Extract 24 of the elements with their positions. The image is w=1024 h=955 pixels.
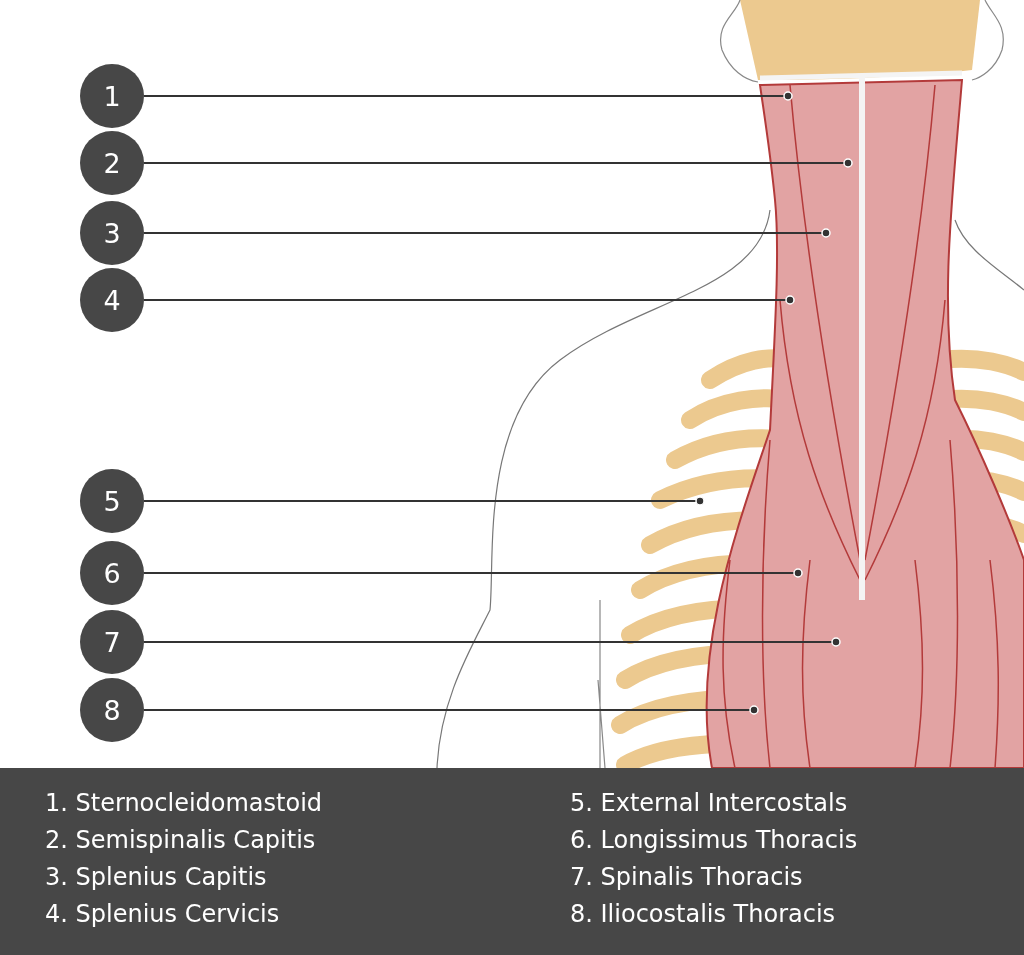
callout-number: 5	[80, 469, 144, 533]
legend-item: 8. Iliocostalis Thoracis	[570, 899, 836, 929]
callout-number: 2	[80, 131, 144, 195]
callout-number: 7	[80, 610, 144, 674]
callout-number: 3	[80, 201, 144, 265]
callout-number: 6	[80, 541, 144, 605]
legend-item: 1. Sternocleidomastoid	[45, 788, 323, 818]
callout-number: 4	[80, 268, 144, 332]
legend-item: 5. External Intercostals	[570, 788, 848, 818]
leader-line	[143, 228, 831, 238]
leader-line	[143, 158, 853, 168]
leader-line	[143, 568, 803, 578]
leader-line	[143, 637, 841, 647]
leader-line	[143, 91, 793, 101]
leader-line	[143, 295, 795, 305]
callout-number: 1	[80, 64, 144, 128]
legend-item: 4. Splenius Cervicis	[45, 899, 280, 929]
leader-line	[143, 705, 759, 715]
callout-number: 8	[80, 678, 144, 742]
legend-item: 6. Longissimus Thoracis	[570, 825, 858, 855]
legend-item: 2. Semispinalis Capitis	[45, 825, 316, 855]
leader-line	[143, 496, 705, 506]
legend-item: 3. Splenius Capitis	[45, 862, 267, 892]
legend-item: 7. Spinalis Thoracis	[570, 862, 803, 892]
